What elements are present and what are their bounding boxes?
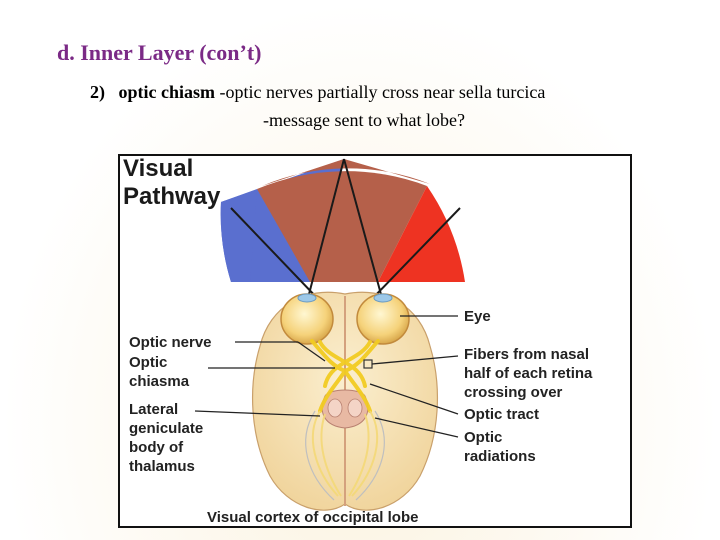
label-optic-2: Optic	[464, 429, 502, 446]
item-term: optic chiasm	[118, 82, 216, 102]
label-body-of: body of	[129, 439, 184, 456]
sight-lines	[230, 158, 461, 302]
label-chiasma: chiasma	[129, 373, 190, 390]
optic-fibers	[310, 339, 380, 413]
visual-pathway-diagram: Visual Pathway Optic nerve Optic chiasma…	[120, 156, 630, 526]
label-eye: Eye	[464, 308, 491, 325]
item-text: -optic nerves partially cross near sella…	[219, 82, 546, 102]
figure-title-line2: Pathway	[123, 183, 221, 210]
label-geniculate: geniculate	[129, 420, 203, 437]
slide-heading: d. Inner Layer (con’t)	[57, 40, 262, 65]
label-fibers-3: crossing over	[464, 384, 563, 401]
label-visual-cortex: Visual cortex of occipital lobe	[207, 509, 418, 526]
label-fibers-2: half of each retina	[464, 365, 593, 382]
bullet-item-optic-chiasm: 2) optic chiasm -optic nerves partially …	[90, 78, 545, 134]
bullet-line-2: -message sent to what lobe?	[263, 110, 465, 130]
visual-field-left-edge	[220, 189, 257, 282]
optic-radiations	[311, 410, 379, 497]
item-number: 2)	[90, 82, 105, 102]
label-lateral: Lateral	[129, 401, 178, 418]
label-thalamus: thalamus	[129, 458, 195, 475]
visual-field-center-body	[257, 171, 427, 282]
label-radiations: radiations	[464, 448, 536, 465]
bullet-line-1: 2) optic chiasm -optic nerves partially …	[90, 78, 545, 106]
label-optic: Optic	[129, 354, 167, 371]
leader-lines	[194, 315, 459, 438]
label-fibers-1: Fibers from nasal	[464, 346, 589, 363]
label-optic-nerve: Optic nerve	[129, 334, 212, 351]
optic-radiations-outline	[305, 410, 385, 501]
left-eye	[280, 293, 334, 345]
label-optic-tract: Optic tract	[464, 406, 539, 423]
visual-pathway-figure: Visual Pathway Optic nerve Optic chiasma…	[118, 154, 632, 528]
figure-title-line1: Visual	[123, 156, 193, 182]
visual-field-right-sector	[378, 186, 465, 282]
right-eye	[356, 293, 410, 345]
